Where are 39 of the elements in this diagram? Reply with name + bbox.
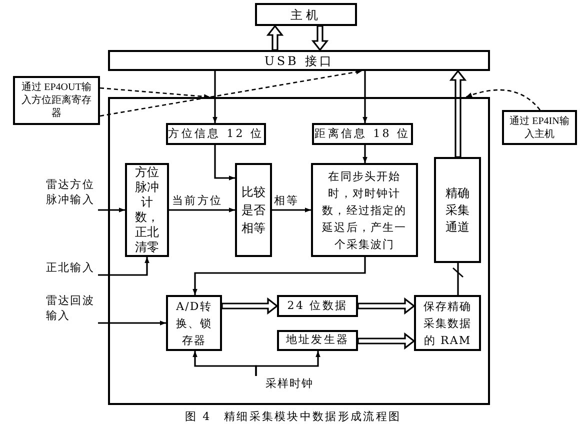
process-box: 24 位数据 [277, 295, 358, 317]
process-box: A/D转换、锁存器 [166, 295, 222, 351]
process-box: 距离信息 18 位 [312, 123, 413, 145]
connector-line [457, 263, 459, 295]
process-box: 方位脉冲计数，正北清零 [125, 163, 169, 257]
process-box: 精确采集通道 [434, 157, 481, 263]
hollow-arrow [221, 297, 278, 315]
arrow [255, 351, 320, 376]
arrow [169, 208, 235, 212]
arrow [212, 71, 218, 123]
hollow-arrow [357, 332, 416, 350]
hollow-arrow [311, 25, 329, 52]
arrow [98, 320, 166, 326]
process-box: 比较是否相等 [235, 163, 272, 257]
process-box: 在同步头开始时，对时钟计数，经过指定的延迟后，产生一个采集波门 [311, 163, 418, 257]
module-frame [108, 97, 490, 405]
arrow [214, 145, 235, 180]
dashed-arrow [466, 89, 540, 110]
host-box: 主机 [255, 3, 357, 26]
hollow-arrow [266, 24, 284, 51]
dashed-arrow [100, 87, 210, 99]
hollow-arrow [449, 70, 467, 158]
edge-label: 相等 [274, 194, 300, 207]
arrow [192, 257, 366, 295]
arrow [272, 208, 311, 212]
caption: 图 4 精细采集模块中数据形成流程图 [184, 409, 402, 425]
process-box: 通过 EP4OUT输入方位距离寄存器 [13, 76, 100, 125]
hollow-arrow [357, 297, 416, 315]
edge-label: 当前方位 [172, 194, 223, 207]
arrow [98, 208, 125, 212]
interface-bar: USB 接口 [108, 50, 490, 71]
process-box: 方位信息 12 位 [166, 123, 266, 145]
process-box: 地址发生器 [277, 330, 358, 351]
arrow [362, 71, 368, 123]
dashed-arrow [100, 70, 362, 117]
memory-box: 保存精确采集数据的 RAM [414, 295, 481, 351]
arrow [98, 257, 150, 276]
arrow [362, 145, 368, 163]
process-box: 通过 EP4IN输入主机 [502, 110, 577, 145]
